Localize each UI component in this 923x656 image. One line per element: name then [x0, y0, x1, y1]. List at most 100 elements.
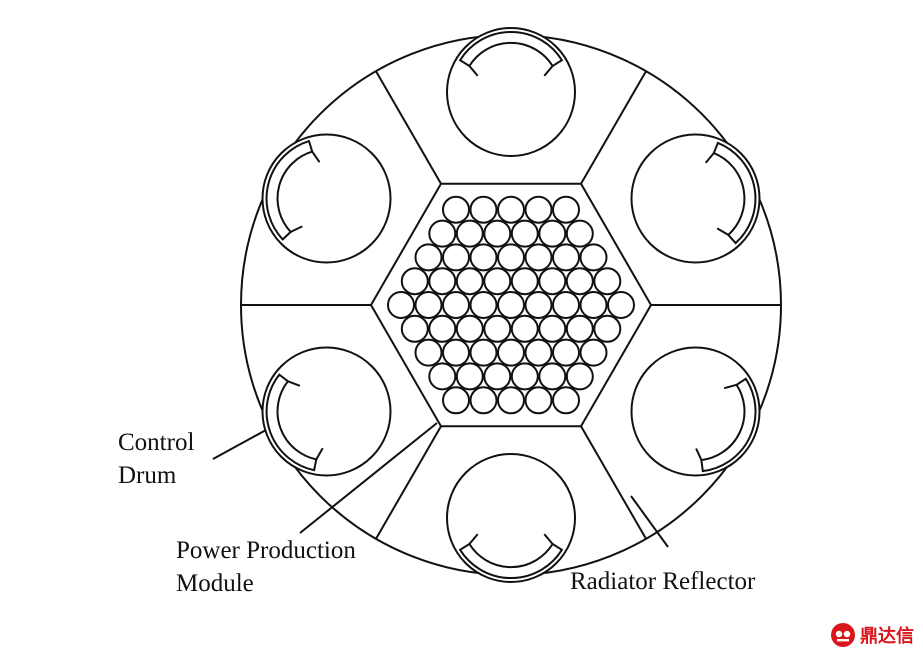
- control-drum-body: [261, 346, 392, 477]
- power-module-label-line1: Power Production: [176, 537, 356, 564]
- reflector-divider: [375, 425, 442, 540]
- fuel-element: [565, 314, 594, 343]
- fuel-element: [400, 267, 429, 296]
- fuel-element: [442, 338, 470, 367]
- absorber-notch: [723, 383, 737, 390]
- control-drum-body: [261, 133, 392, 264]
- core-hexagon: [369, 182, 653, 428]
- leader-reflector: [630, 495, 669, 548]
- fuel-element: [497, 291, 525, 319]
- fuel-element: [510, 314, 539, 343]
- fuel-element: [579, 338, 608, 367]
- fuel-element: [565, 267, 594, 296]
- fuel-element: [497, 386, 525, 415]
- control-drum: [261, 346, 392, 477]
- reflector-divider: [580, 70, 647, 185]
- fuel-element: [510, 267, 539, 296]
- fuel-element: [510, 362, 539, 391]
- control-drum-label-line2: Drum: [118, 462, 177, 489]
- fuel-element: [442, 291, 470, 319]
- power-production-module: [369, 182, 653, 428]
- absorber-notch: [468, 533, 479, 545]
- fuel-element: [414, 243, 443, 272]
- fuel-element: [552, 386, 580, 415]
- absorber-notch: [716, 227, 729, 236]
- fuel-element: [579, 243, 608, 272]
- fuel-element: [455, 362, 484, 391]
- control-drum: [261, 133, 392, 264]
- absorber-band: [700, 377, 757, 473]
- leader-power-module: [299, 422, 438, 534]
- control-drum-body: [630, 346, 761, 477]
- fuel-element: [414, 338, 443, 367]
- fuel-element: [497, 338, 525, 367]
- fuel-element: [455, 219, 484, 248]
- fuel-element: [524, 338, 553, 367]
- fuel-element: [552, 195, 580, 224]
- absorber-band: [458, 542, 564, 579]
- reflector-dividers: [241, 70, 781, 540]
- fuel-element: [552, 291, 580, 319]
- fuel-element: [469, 243, 498, 272]
- fuel-element: [442, 195, 470, 224]
- control-drum-body: [630, 133, 761, 264]
- fuel-element: [510, 219, 539, 248]
- fuel-element: [387, 291, 415, 319]
- fuel-element: [538, 219, 567, 248]
- fuel-element: [469, 291, 498, 319]
- fuel-element: [524, 386, 553, 415]
- fuel-element: [469, 386, 498, 415]
- fuel-element: [565, 362, 594, 391]
- fuel-element: [428, 314, 457, 343]
- control-drum-body: [446, 27, 576, 157]
- watermark: 鼎达信: [830, 620, 914, 650]
- control-drums: [261, 27, 761, 583]
- absorber-notch: [695, 448, 703, 461]
- fuel-element: [469, 195, 498, 224]
- fuel-element: [607, 291, 635, 319]
- fuel-element: [442, 386, 470, 415]
- fuel-element: [538, 362, 567, 391]
- control-drum: [446, 453, 576, 583]
- absorber-band: [458, 31, 564, 68]
- fuel-element: [428, 362, 457, 391]
- fuel-element: [552, 243, 580, 272]
- absorber-band: [712, 141, 757, 245]
- watermark-text: 鼎达信: [860, 626, 914, 647]
- reflector-divider: [375, 70, 442, 185]
- control-drum-label: Control Drum: [118, 426, 194, 492]
- fuel-element: [483, 267, 512, 296]
- fuel-element: [497, 195, 525, 224]
- fuel-element: [455, 267, 484, 296]
- fuel-element: [469, 338, 498, 367]
- absorber-notch: [315, 447, 324, 460]
- fuel-element: [538, 314, 567, 343]
- fuel-element: [414, 291, 443, 319]
- reflector-label: Radiator Reflector: [570, 568, 756, 595]
- fuel-element: [428, 267, 457, 296]
- fuel-element: [524, 243, 553, 272]
- label-leaders: [212, 422, 669, 548]
- fuel-element: [483, 362, 512, 391]
- fuel-element: [428, 219, 457, 248]
- absorber-band: [265, 139, 314, 241]
- absorber-notch: [468, 65, 479, 77]
- fuel-element: [455, 314, 484, 343]
- power-module-label: Power Production Module: [176, 534, 356, 600]
- fuel-element: [579, 291, 608, 319]
- absorber-notch: [543, 533, 554, 545]
- reflector-divider: [580, 425, 647, 540]
- absorber-notch: [543, 65, 554, 77]
- fuel-element: [565, 219, 594, 248]
- fuel-element: [593, 314, 622, 343]
- absorber-band: [265, 373, 318, 472]
- control-drum: [446, 27, 576, 157]
- fuel-element: [442, 243, 470, 272]
- power-module-label-line2: Module: [176, 570, 254, 597]
- fuel-element: [483, 219, 512, 248]
- control-drum-label-line1: Control: [118, 429, 195, 456]
- fuel-element: [497, 243, 525, 272]
- fuel-element: [538, 267, 567, 296]
- fuel-element: [552, 338, 580, 367]
